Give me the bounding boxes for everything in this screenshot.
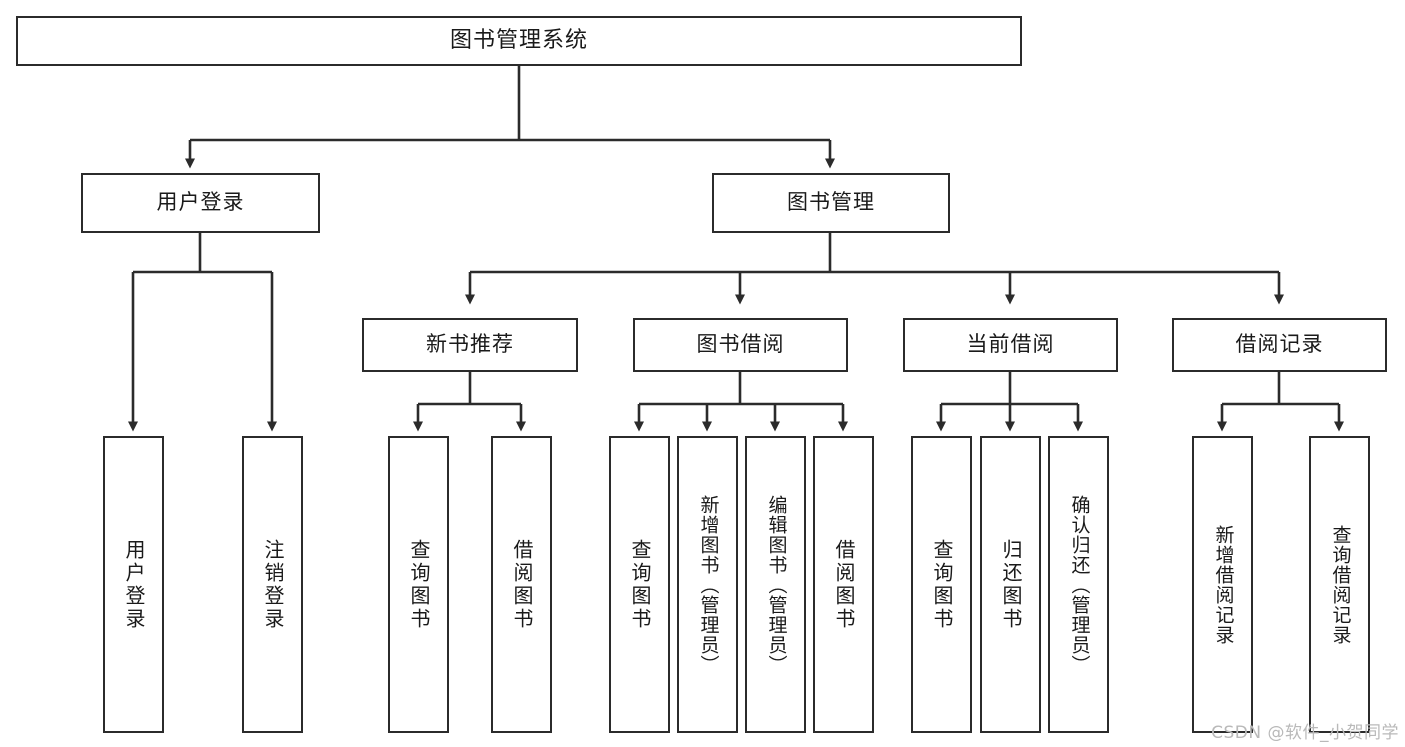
node-leaf-query-book-3[interactable]: 查询图书 <box>911 436 972 733</box>
node-leaf-borrow-book-2-label: 借阅图书 <box>832 538 856 631</box>
node-leaf-confirm-return-label: 确认归还（管理员） <box>1068 494 1091 675</box>
node-leaf-query-record[interactable]: 查询借阅记录 <box>1309 436 1370 733</box>
node-book-borrow-label: 图书借阅 <box>696 332 785 357</box>
node-leaf-return-book-label: 归还图书 <box>999 538 1023 631</box>
node-user-login[interactable]: 用户登录 <box>81 173 320 233</box>
node-user-login-label: 用户登录 <box>156 190 245 215</box>
node-leaf-logout-label: 注销登录 <box>261 538 285 631</box>
node-leaf-user-login[interactable]: 用户登录 <box>103 436 164 733</box>
node-borrow-record[interactable]: 借阅记录 <box>1172 318 1387 372</box>
node-leaf-query-book-2-label: 查询图书 <box>628 538 652 631</box>
node-leaf-return-book[interactable]: 归还图书 <box>980 436 1041 733</box>
node-leaf-query-record-label: 查询借阅记录 <box>1329 524 1352 645</box>
node-leaf-query-book-1-label: 查询图书 <box>407 538 431 631</box>
node-leaf-add-record[interactable]: 新增借阅记录 <box>1192 436 1253 733</box>
node-leaf-add-book-label: 新增图书（管理员） <box>697 494 720 675</box>
node-leaf-borrow-book-2[interactable]: 借阅图书 <box>813 436 874 733</box>
node-leaf-borrow-book-1[interactable]: 借阅图书 <box>491 436 552 733</box>
node-current-borrow[interactable]: 当前借阅 <box>903 318 1118 372</box>
csdn-watermark: CSDN @软件_小贺同学 <box>1211 723 1399 743</box>
node-book-manage-label: 图书管理 <box>787 190 875 215</box>
node-new-book-rec[interactable]: 新书推荐 <box>362 318 578 372</box>
node-borrow-record-label: 借阅记录 <box>1235 332 1324 357</box>
node-leaf-logout[interactable]: 注销登录 <box>242 436 303 733</box>
node-book-borrow[interactable]: 图书借阅 <box>633 318 848 372</box>
node-root-label: 图书管理系统 <box>449 27 588 53</box>
node-leaf-query-book-3-label: 查询图书 <box>930 538 954 631</box>
node-new-book-rec-label: 新书推荐 <box>426 332 514 357</box>
node-leaf-add-book[interactable]: 新增图书（管理员） <box>677 436 738 733</box>
node-current-borrow-label: 当前借阅 <box>966 332 1055 357</box>
node-leaf-add-record-label: 新增借阅记录 <box>1212 524 1235 645</box>
node-leaf-query-book-2[interactable]: 查询图书 <box>609 436 670 733</box>
node-leaf-query-book-1[interactable]: 查询图书 <box>388 436 449 733</box>
node-leaf-confirm-return[interactable]: 确认归还（管理员） <box>1048 436 1109 733</box>
node-leaf-edit-book[interactable]: 编辑图书（管理员） <box>745 436 806 733</box>
node-root[interactable]: 图书管理系统 <box>16 16 1022 66</box>
node-book-manage[interactable]: 图书管理 <box>712 173 950 233</box>
node-leaf-borrow-book-1-label: 借阅图书 <box>510 538 534 631</box>
node-leaf-edit-book-label: 编辑图书（管理员） <box>765 494 788 675</box>
node-leaf-user-login-label: 用户登录 <box>122 538 146 631</box>
